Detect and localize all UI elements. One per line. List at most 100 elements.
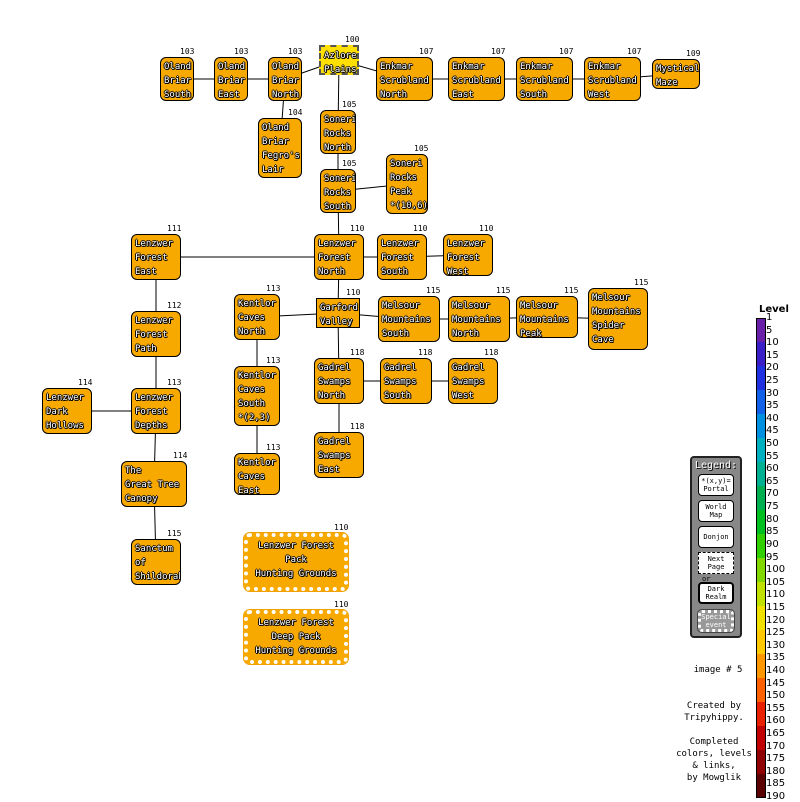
area-oland-east[interactable]: Oland Briar East (214, 57, 248, 101)
area-level: 110 (334, 600, 349, 609)
scale-segment (756, 750, 766, 775)
scale-label: 1 (766, 312, 773, 323)
area-label: Lenzwer Forest Path (135, 316, 173, 354)
image-number: image # 5 (693, 665, 743, 675)
area-oland-south[interactable]: Oland Briar South (160, 57, 194, 101)
scale-segment (756, 462, 766, 487)
legend-world-map: World Map (698, 500, 734, 522)
area-level: 105 (414, 144, 429, 153)
area-lenzwer-north[interactable]: Lenzwer Forest North (314, 234, 364, 280)
area-gadrel-east[interactable]: Gadrel Swamps East (314, 432, 364, 478)
area-gadrel-south[interactable]: Gadrel Swamps South (380, 358, 432, 404)
area-level: 115 (496, 286, 511, 295)
area-melsour-peak[interactable]: Melsour Mountains Peak (516, 296, 578, 338)
scale-label: 175 (766, 753, 786, 765)
area-melsour-north[interactable]: Melsour Mountains North (448, 296, 510, 342)
area-lenzwer-dark[interactable]: Lenzwer Dark Hollows (42, 388, 92, 434)
area-lenzwer-west[interactable]: Lenzwer Forest West (443, 234, 493, 276)
area-level: 103 (234, 47, 249, 56)
area-level: 105 (342, 100, 357, 109)
scale-label: 130 (766, 639, 786, 651)
area-kentlor-south[interactable]: Kentlor Caves South *(2,3) (234, 366, 280, 426)
area-label: Lenzwer Forest Pack Hunting Grounds (255, 541, 337, 579)
area-level: 114 (78, 378, 93, 387)
scale-label: 120 (766, 614, 786, 626)
area-gadrel-north[interactable]: Gadrel Swamps North (314, 358, 364, 404)
area-label: Lenzwer Forest North (318, 239, 356, 277)
credit-completed: Completed colors, levels & links, by Mow… (676, 737, 752, 783)
scale-label: 30 (766, 387, 779, 399)
area-kentlor-north[interactable]: Kentlor Caves North (234, 294, 280, 340)
area-level: 115 (426, 286, 441, 295)
area-oland-fegro[interactable]: Oland Briar Fegro's Lair (258, 118, 302, 178)
scale-label: 55 (766, 450, 779, 462)
area-mystical-maze[interactable]: Mystical Maze (652, 59, 700, 89)
area-label: Kentlor Caves East (238, 458, 276, 495)
area-level: 110 (346, 288, 361, 297)
area-level: 107 (419, 47, 434, 56)
area-soneri-peak[interactable]: Soneri Rocks Peak *(10,6) (386, 154, 428, 214)
scale-segment (756, 318, 766, 343)
area-garford[interactable]: Garford Valley (316, 298, 360, 328)
area-label: Lenzwer Forest East (135, 239, 173, 277)
area-lenzwer-path[interactable]: Lenzwer Forest Path (131, 311, 181, 357)
scale-label: 20 (766, 362, 779, 374)
scale-segment (756, 534, 766, 559)
scale-label: 45 (766, 425, 779, 437)
area-kentlor-east[interactable]: Kentlor Caves East (234, 453, 280, 495)
scale-label: 25 (766, 375, 779, 387)
area-gadrel-west[interactable]: Gadrel Swamps West (448, 358, 498, 404)
area-label: Oland Briar Fegro's Lair (262, 123, 300, 175)
area-enkmar-south[interactable]: Enkmar Scrubland South (516, 57, 573, 101)
area-enkmar-east[interactable]: Enkmar Scrubland East (448, 57, 505, 101)
area-label: Melsour Mountains Spider Cave (592, 293, 641, 345)
area-lenzwer-depths[interactable]: Lenzwer Forest Depths (131, 388, 181, 434)
scale-label: 75 (766, 501, 779, 513)
scale-label: 100 (766, 564, 786, 576)
area-label: Lenzwer Forest Deep Pack Hunting Grounds (255, 618, 337, 656)
scale-label: 155 (766, 702, 786, 714)
area-label: Kentlor Caves North (238, 299, 276, 337)
area-melsour-south[interactable]: Melsour Mountains South (378, 296, 440, 342)
scale-label: 70 (766, 488, 779, 500)
area-label: Kentlor Caves South *(2,3) (238, 371, 276, 423)
area-label: The Great Tree Canopy (125, 466, 180, 504)
scale-segment (756, 510, 766, 535)
area-label: Garford Valley (320, 303, 358, 327)
area-level: 113 (266, 356, 281, 365)
legend-donjon: Donjon (698, 526, 734, 548)
scale-label: 140 (766, 664, 786, 676)
area-melsour-spider[interactable]: Melsour Mountains Spider Cave (588, 288, 648, 350)
area-level: 113 (167, 378, 182, 387)
area-enkmar-west[interactable]: Enkmar Scrubland West (584, 57, 641, 101)
area-enkmar-north[interactable]: Enkmar Scrubland North (376, 57, 433, 101)
area-pack-hunting[interactable]: Lenzwer Forest Pack Hunting Grounds (243, 532, 349, 592)
scale-label: 85 (766, 526, 779, 538)
scale-label: 40 (766, 412, 779, 424)
area-label: Gadrel Swamps North (318, 363, 351, 401)
scale-label: 5 (766, 324, 773, 336)
area-level: 111 (167, 224, 182, 233)
scale-label: 115 (766, 601, 786, 613)
legend-next-page: Next Page (698, 552, 734, 574)
area-great-tree[interactable]: The Great Tree Canopy (121, 461, 187, 507)
area-soneri-south[interactable]: Soneri Rocks South (320, 169, 356, 213)
area-level: 110 (413, 224, 428, 233)
area-level: 104 (288, 108, 303, 117)
scale-label: 190 (766, 791, 786, 802)
area-lenzwer-south[interactable]: Lenzwer Forest South (377, 234, 427, 280)
area-label: Enkmar Scrubland East (452, 62, 501, 100)
area-lenzwer-east[interactable]: Lenzwer Forest East (131, 234, 181, 280)
area-sanctum[interactable]: Sanctum of Shildorah (131, 539, 181, 585)
area-azlore[interactable]: Azlore Plains (319, 45, 359, 75)
area-label: Enkmar Scrubland South (520, 62, 569, 100)
area-soneri-north[interactable]: Soneri Rocks North (320, 110, 356, 154)
scale-border (756, 318, 766, 798)
area-label: Soneri Rocks Peak *(10,6) (390, 159, 428, 211)
area-deep-pack[interactable]: Lenzwer Forest Deep Pack Hunting Grounds (243, 609, 349, 665)
scale-segment (756, 702, 766, 727)
area-level: 115 (167, 529, 182, 538)
scale-label: 160 (766, 715, 786, 727)
scale-segment (756, 582, 766, 607)
area-oland-north[interactable]: Oland Briar North (268, 57, 302, 101)
